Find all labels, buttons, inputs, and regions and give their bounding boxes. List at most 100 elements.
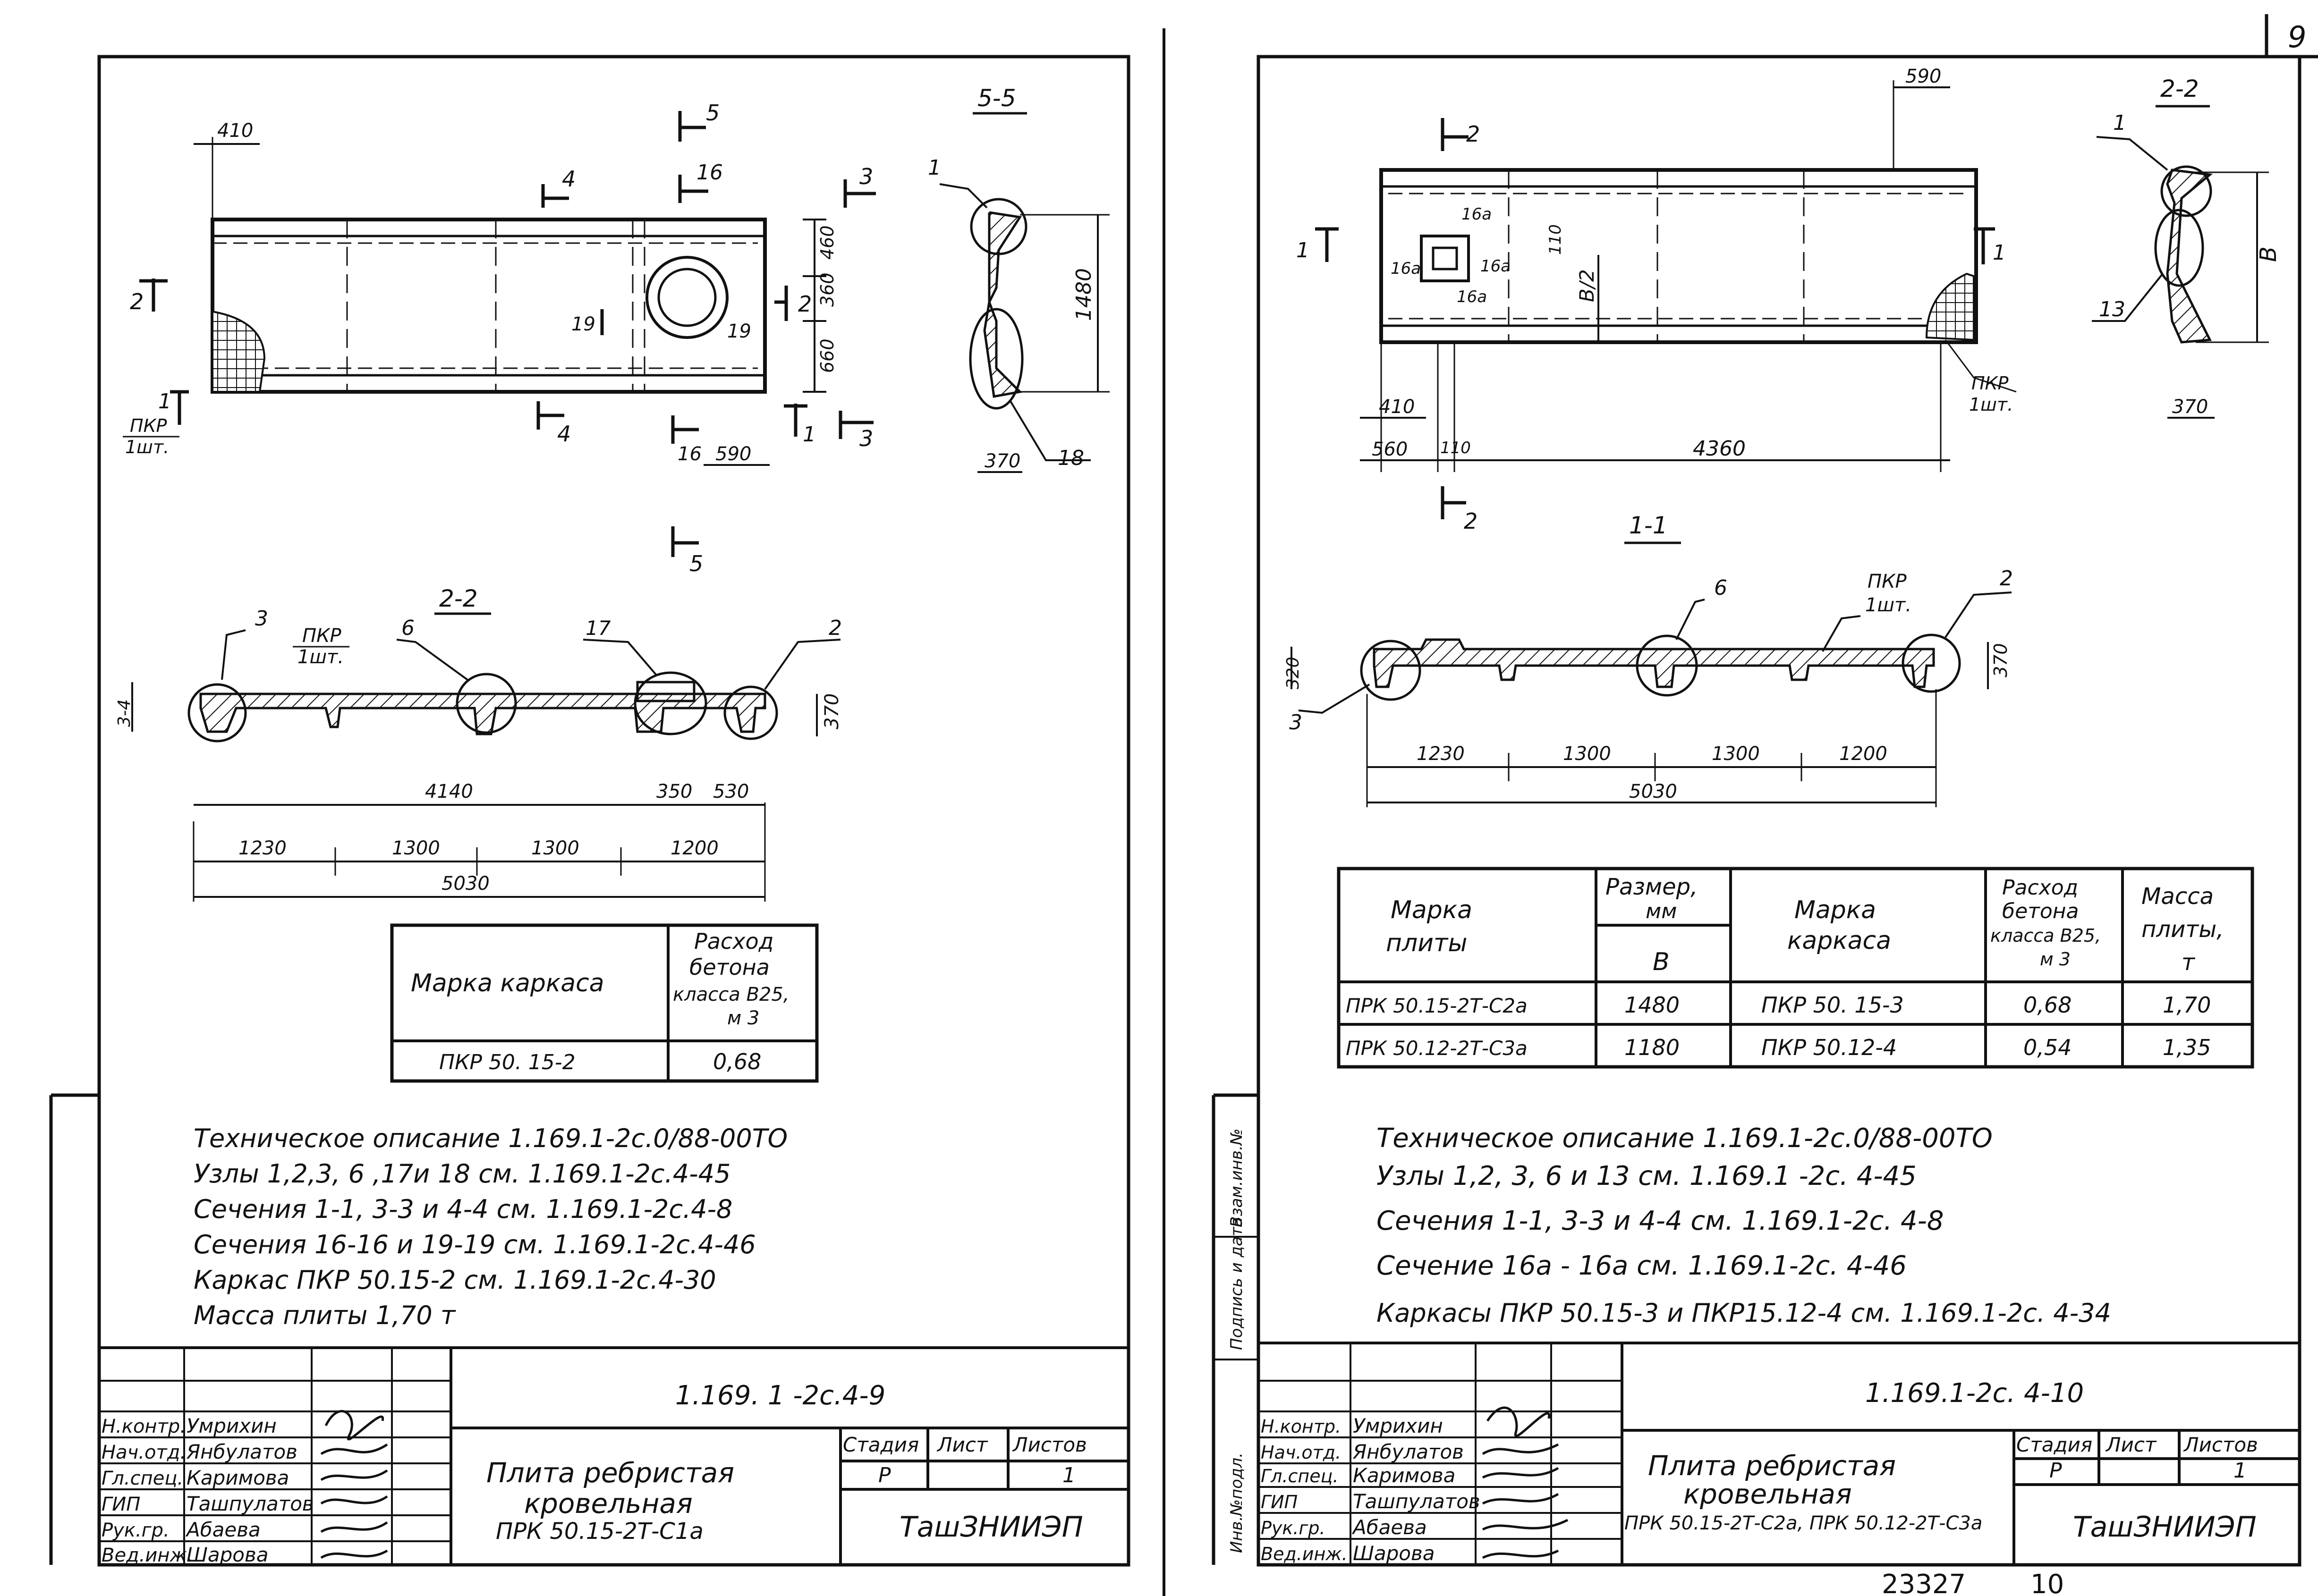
right-note-5: Каркасы ПКР 50.15-3 и ПКР15.12-4 см. 1.1… (1376, 1298, 2111, 1328)
right-dim-1300b: 1300 (1712, 743, 1760, 765)
right-side-label-1: Подпись и дата (1227, 1217, 1246, 1350)
left-sec-1-right: 1 (803, 422, 816, 447)
left-dim-350: 350 (656, 781, 692, 802)
left-note-2: Узлы 1,2,3, 6 ,17и 18 см. 1.169.1-2с.4-4… (194, 1159, 730, 1189)
left-dim-1200: 1200 (671, 837, 719, 859)
right-note-2: Узлы 1,2, 3, 6 и 13 см. 1.169.1 -2с. 4-4… (1376, 1161, 1917, 1191)
right-node-3: 3 (1289, 710, 1302, 735)
right-dim-4360: 4360 (1693, 437, 1746, 461)
right-node-2: 2 (2000, 566, 2013, 591)
left-sec-4-bottom: 4 (557, 421, 571, 447)
corner-page-number: 9 (2288, 20, 2306, 54)
right-th-mass-3: т (2182, 949, 2196, 976)
right-dim-370: 370 (2172, 396, 2208, 418)
right-n16a-4: 16а (1457, 287, 1487, 306)
left-pkr-label: ПКР (130, 415, 167, 436)
right-dim-1300a: 1300 (1563, 743, 1611, 765)
right-note-4: Сечение 16а - 16а см. 1.169.1-2с. 4-46 (1376, 1250, 1907, 1281)
left-sec-5-top: 5 (706, 100, 720, 126)
left-stamp-stage-h: Стадия (843, 1433, 919, 1456)
right-pkr-qty: 1шт. (1969, 394, 2013, 415)
left-stamp-title-3: ПРК 50.15-2Т-С1а (496, 1518, 704, 1545)
left-stamp-role-4: Рук.гр. (102, 1520, 170, 1541)
left-dim-1300b: 1300 (531, 837, 579, 859)
right-dim-110: 110 (1546, 224, 1565, 255)
left-node-1: 1 (928, 156, 941, 180)
right-dim-5030: 5030 (1629, 781, 1677, 802)
left-sec-3-bottom: 3 (859, 426, 873, 451)
left-sheet-frame (49, 55, 1130, 1567)
left-node-3: 3 (255, 607, 268, 631)
left-notes: Техническое описание 1.169.1-2с.0/88-00Т… (194, 1123, 788, 1330)
left-signatures (320, 1410, 388, 1559)
left-sec-3-top: 3 (859, 164, 873, 189)
right-node-1: 1 (2113, 111, 2126, 135)
left-note-3: Сечения 1-1, 3-3 и 4-4 см. 1.169.1-2с.4-… (194, 1194, 732, 1224)
right-dim-410: 410 (1379, 396, 1415, 418)
left-dim-370b: 370 (821, 693, 843, 729)
right-n16a-1: 16а (1461, 205, 1492, 224)
left-pkr2-qty: 1шт. (297, 646, 344, 668)
left-spec-table: Марка каркаса Расход бетона класса В25, … (390, 923, 819, 1083)
left-view-22: 2-2 (439, 585, 478, 612)
left-dim-590: 590 (715, 443, 751, 465)
right-dim-590: 590 (1905, 66, 1941, 87)
right-plan-view: 590 2 1 1 16а 16а 16а 16а 110 В/2 ПКР 1ш… (1296, 66, 2017, 534)
left-stamp-role-3: ГИП (102, 1494, 140, 1515)
right-stamp-role-5: Вед.инж. (1261, 1544, 1348, 1564)
left-stamp-role-0: Н.контр. (102, 1416, 186, 1437)
left-stamp-role-5: Вед.инж. (102, 1545, 193, 1566)
left-node-6: 6 (401, 616, 415, 640)
left-dim-410: 410 (217, 120, 253, 142)
right-stamp-name-3: Ташпулатов (1353, 1490, 1480, 1513)
right-note-1: Техническое описание 1.169.1-2с.0/88-00Т… (1376, 1123, 1993, 1154)
left-stamp-name-0: Умрихин (187, 1414, 277, 1437)
right-th-plate-1: Марка (1391, 896, 1472, 924)
left-note-5: Каркас ПКР 50.15-2 см. 1.169.1-2с.4-30 (194, 1265, 716, 1295)
left-sec-1-left: 1 (158, 389, 171, 414)
right-node-6: 6 (1714, 576, 1727, 600)
left-stamp-name-4: Абаева (185, 1518, 261, 1541)
right-note-3: Сечения 1-1, 3-3 и 4-4 см. 1.169.1-2с. 4… (1376, 1206, 1944, 1236)
left-stamp-name-1: Янбулатов (186, 1440, 297, 1463)
right-row0-frame: ПКР 50. 15-3 (1761, 992, 1904, 1018)
left-dim-660: 660 (817, 338, 838, 373)
right-side-strip: Инв.№подл. Подпись и дата Взам.инв.№ (1214, 1129, 1258, 1553)
right-dim-370b: 370 (1990, 643, 2011, 677)
right-dim-110b: 110 (1440, 439, 1471, 457)
left-section-2-2: 2-2 3 ПКР 1шт. 6 17 2 3-4 370 4140 350 5… (115, 585, 843, 902)
left-pkr2-label: ПКР (302, 625, 341, 647)
right-pkr2-label: ПКР (1868, 571, 1907, 592)
left-dim-1480: 1480 (1072, 268, 1096, 321)
right-th-size-2: мм (1646, 899, 1677, 923)
left-section-5-5: 5-5 1 1480 370 18 (928, 84, 1110, 473)
right-stamp-name-5: Шарова (1353, 1542, 1435, 1565)
left-sec-5-bottom: 5 (689, 551, 703, 576)
right-stamp-name-0: Умрихин (1353, 1414, 1443, 1437)
right-stamp-role-0: Н.контр. (1261, 1416, 1341, 1437)
right-row1-b: 1180 (1624, 1035, 1680, 1060)
right-title-block: 1.169.1-2с. 4-10 Н.контр. Нач.отд. Гл.сп… (1258, 1342, 2300, 1565)
right-sec-1-left: 1 (1296, 238, 1309, 262)
left-title-block: 1.169. 1 -2с.4-9 Н.контр. Нач.отд. Гл.сп… (99, 1346, 1129, 1566)
right-stamp-sheet-h: Лист (2105, 1433, 2157, 1456)
left-table-row-mark: ПКР 50. 15-2 (439, 1050, 576, 1074)
left-stamp-stage: Р (878, 1463, 891, 1487)
right-th-conc-1: Расход (2002, 876, 2078, 900)
right-row1-mass: 1,35 (2163, 1035, 2211, 1060)
right-view-11: 1-1 (1629, 512, 1668, 539)
left-stamp-title-1: Плита ребристая (486, 1457, 734, 1489)
right-th-conc-3: класса В25, (1990, 925, 2101, 946)
bottom-sheet-number: 10 (2030, 1569, 2064, 1596)
left-note-6: Масса плиты 1,70 т (194, 1300, 456, 1330)
left-node-17: 17 (586, 616, 611, 640)
right-section-1-1: 1-1 6 ПКР 1шт. 2 3 320 370 1230 1300 130… (1283, 512, 2013, 807)
right-spec-table: Марка плиты Размер, мм В Марка каркаса Р… (1337, 867, 2254, 1069)
right-sec-2-bottom: 2 (1464, 508, 1477, 534)
left-note-4: Сечения 16-16 и 19-19 см. 1.169.1-2с.4-4… (194, 1230, 756, 1259)
left-stamp-title-2: кровельная (524, 1487, 693, 1520)
left-dim-360: 360 (817, 272, 838, 307)
right-th-plate-2: плиты (1386, 929, 1467, 957)
right-row0-b: 1480 (1624, 992, 1680, 1018)
